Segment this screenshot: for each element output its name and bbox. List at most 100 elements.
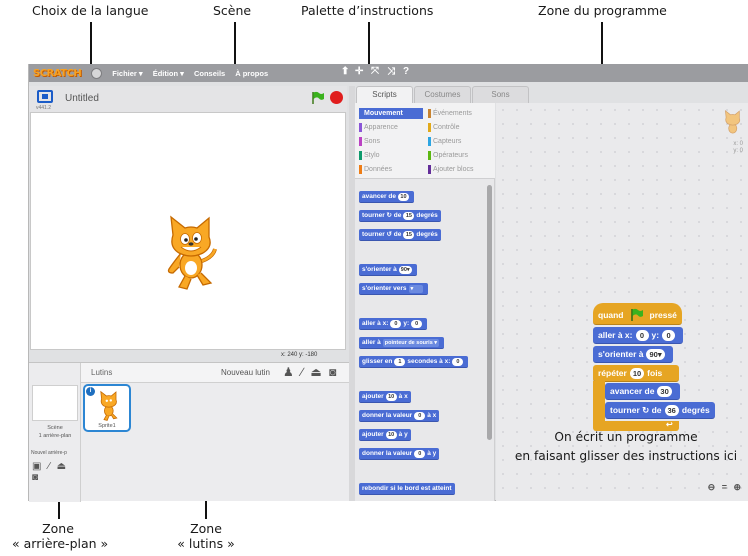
block-input[interactable]: 0 <box>390 319 402 328</box>
block-input[interactable]: 0 <box>414 449 426 458</box>
block-input[interactable]: 0 <box>414 411 426 420</box>
backdrop-count: 1 arrière-plan <box>38 433 72 439</box>
category-data[interactable]: Données <box>359 164 423 175</box>
stage[interactable] <box>30 112 346 350</box>
palette-scrollbar[interactable] <box>487 185 492 440</box>
block-input[interactable]: 10 <box>397 192 409 201</box>
help-tool-icon[interactable]: ? <box>403 66 410 77</box>
block-input[interactable]: 0 <box>411 319 423 328</box>
block-text: degrés <box>416 211 438 219</box>
block-text: s'orienter à <box>362 265 397 273</box>
hint-line-1: On écrit un programme <box>554 430 698 444</box>
sprites-pane: Scène 1 arrière-plan Nouvel arrière-p ▣ … <box>29 362 349 502</box>
block-point-towards[interactable]: s'orienter vers▾ <box>359 283 428 295</box>
stop-icon[interactable] <box>330 91 343 104</box>
sprite-name: Sprite1 <box>98 423 116 429</box>
move-tool-icon[interactable]: ✛ <box>355 66 364 77</box>
block-input[interactable]: 30 <box>657 385 672 397</box>
info-icon[interactable]: i <box>86 387 95 396</box>
block-input[interactable]: 1 <box>394 357 406 366</box>
block-input[interactable]: 15 <box>403 230 415 239</box>
zoom-controls[interactable]: ⊖ = ⊕ <box>707 482 743 492</box>
sprite-thumbnail[interactable]: i Sprite1 <box>83 384 131 432</box>
category-looks[interactable]: Apparence <box>359 122 423 133</box>
block-input[interactable]: 90▾ <box>398 265 412 274</box>
block-text: à x <box>427 411 437 419</box>
menu-file[interactable]: Fichier ▾ <box>112 68 143 78</box>
category-pen[interactable]: Stylo <box>359 150 423 161</box>
block-text: y: <box>651 330 660 340</box>
block-input[interactable]: 0 <box>662 329 676 341</box>
block-input[interactable]: 10 <box>629 367 645 379</box>
category-more-blocks[interactable]: Ajouter blocs <box>428 164 492 175</box>
scratch-cat-sprite[interactable] <box>159 213 219 293</box>
annotation-backdrop-line1: Zone <box>42 521 74 536</box>
block-text: aller à x: <box>362 319 389 327</box>
block-text: aller à x: <box>598 330 633 340</box>
pane-splitter[interactable] <box>349 86 355 501</box>
block-dropdown[interactable]: pointeur de souris ▾ <box>382 338 440 347</box>
block-text: à x <box>398 392 408 400</box>
block-input[interactable]: 15 <box>403 211 415 220</box>
duplicate-tool-icon[interactable]: ⬆ <box>341 66 350 77</box>
category-motion[interactable]: Mouvement <box>359 108 423 119</box>
block-text: ajouter <box>362 392 384 400</box>
block-bounce[interactable]: rebondir si le bord est atteint <box>359 483 455 495</box>
category-sensing[interactable]: Capteurs <box>428 136 492 147</box>
block-input[interactable]: 36 <box>664 404 679 416</box>
annotation-language: Choix de la langue <box>32 3 149 18</box>
tab-sounds[interactable]: Sons <box>472 86 529 103</box>
green-flag-icon[interactable] <box>311 91 325 105</box>
project-title[interactable]: Untitled <box>65 93 99 104</box>
backdrop-stage-label: Scène <box>47 425 63 431</box>
annotation-backdrop: Zone « arrière-plan » <box>12 521 108 551</box>
category-operators[interactable]: Opérateurs <box>428 150 492 161</box>
category-sound[interactable]: Sons <box>359 136 423 147</box>
block-input[interactable]: 10 <box>385 392 397 401</box>
new-backdrop-icons[interactable]: ▣ ∕ ⏏ ◙ <box>32 461 69 483</box>
language-globe-icon[interactable] <box>91 67 103 79</box>
new-backdrop-label: Nouvel arrière-p <box>31 450 67 456</box>
shrink-tool-icon[interactable]: ⤨ <box>387 66 395 77</box>
category-control[interactable]: Contrôle <box>428 122 492 133</box>
script-when-flag-clicked[interactable]: quand pressé <box>593 303 682 325</box>
fullscreen-icon[interactable] <box>37 90 53 103</box>
tab-costumes[interactable]: Costumes <box>414 86 471 103</box>
block-input[interactable]: 0 <box>452 357 464 366</box>
block-text: tourner ↻ de <box>610 404 662 415</box>
block-input[interactable]: 0 <box>635 329 649 341</box>
menu-about[interactable]: À propos <box>235 68 269 78</box>
grow-tool-icon[interactable]: ⤧ <box>371 66 379 77</box>
stage-backdrop-thumbnail[interactable] <box>32 385 78 421</box>
annotation-sprites: Zone « lutins » <box>160 521 252 551</box>
menu-tips[interactable]: Conseils <box>193 68 226 78</box>
scratch-logo[interactable]: SCRATCH <box>33 67 82 79</box>
block-input[interactable]: 10 <box>385 430 397 439</box>
annotation-sprites-line2: « lutins » <box>177 536 235 551</box>
block-text: donner la valeur <box>362 449 413 457</box>
category-events[interactable]: Événements <box>428 108 492 119</box>
block-dropdown[interactable]: ▾ <box>408 284 423 293</box>
block-text: secondes à x: <box>407 357 451 365</box>
new-sprite-icons[interactable]: ♟ ∕ ⏏ ◙ <box>283 365 339 379</box>
block-input[interactable]: 90▾ <box>646 348 665 360</box>
tab-scripts[interactable]: Scripts <box>356 86 413 103</box>
menu-edit[interactable]: Édition ▾ <box>152 68 184 78</box>
